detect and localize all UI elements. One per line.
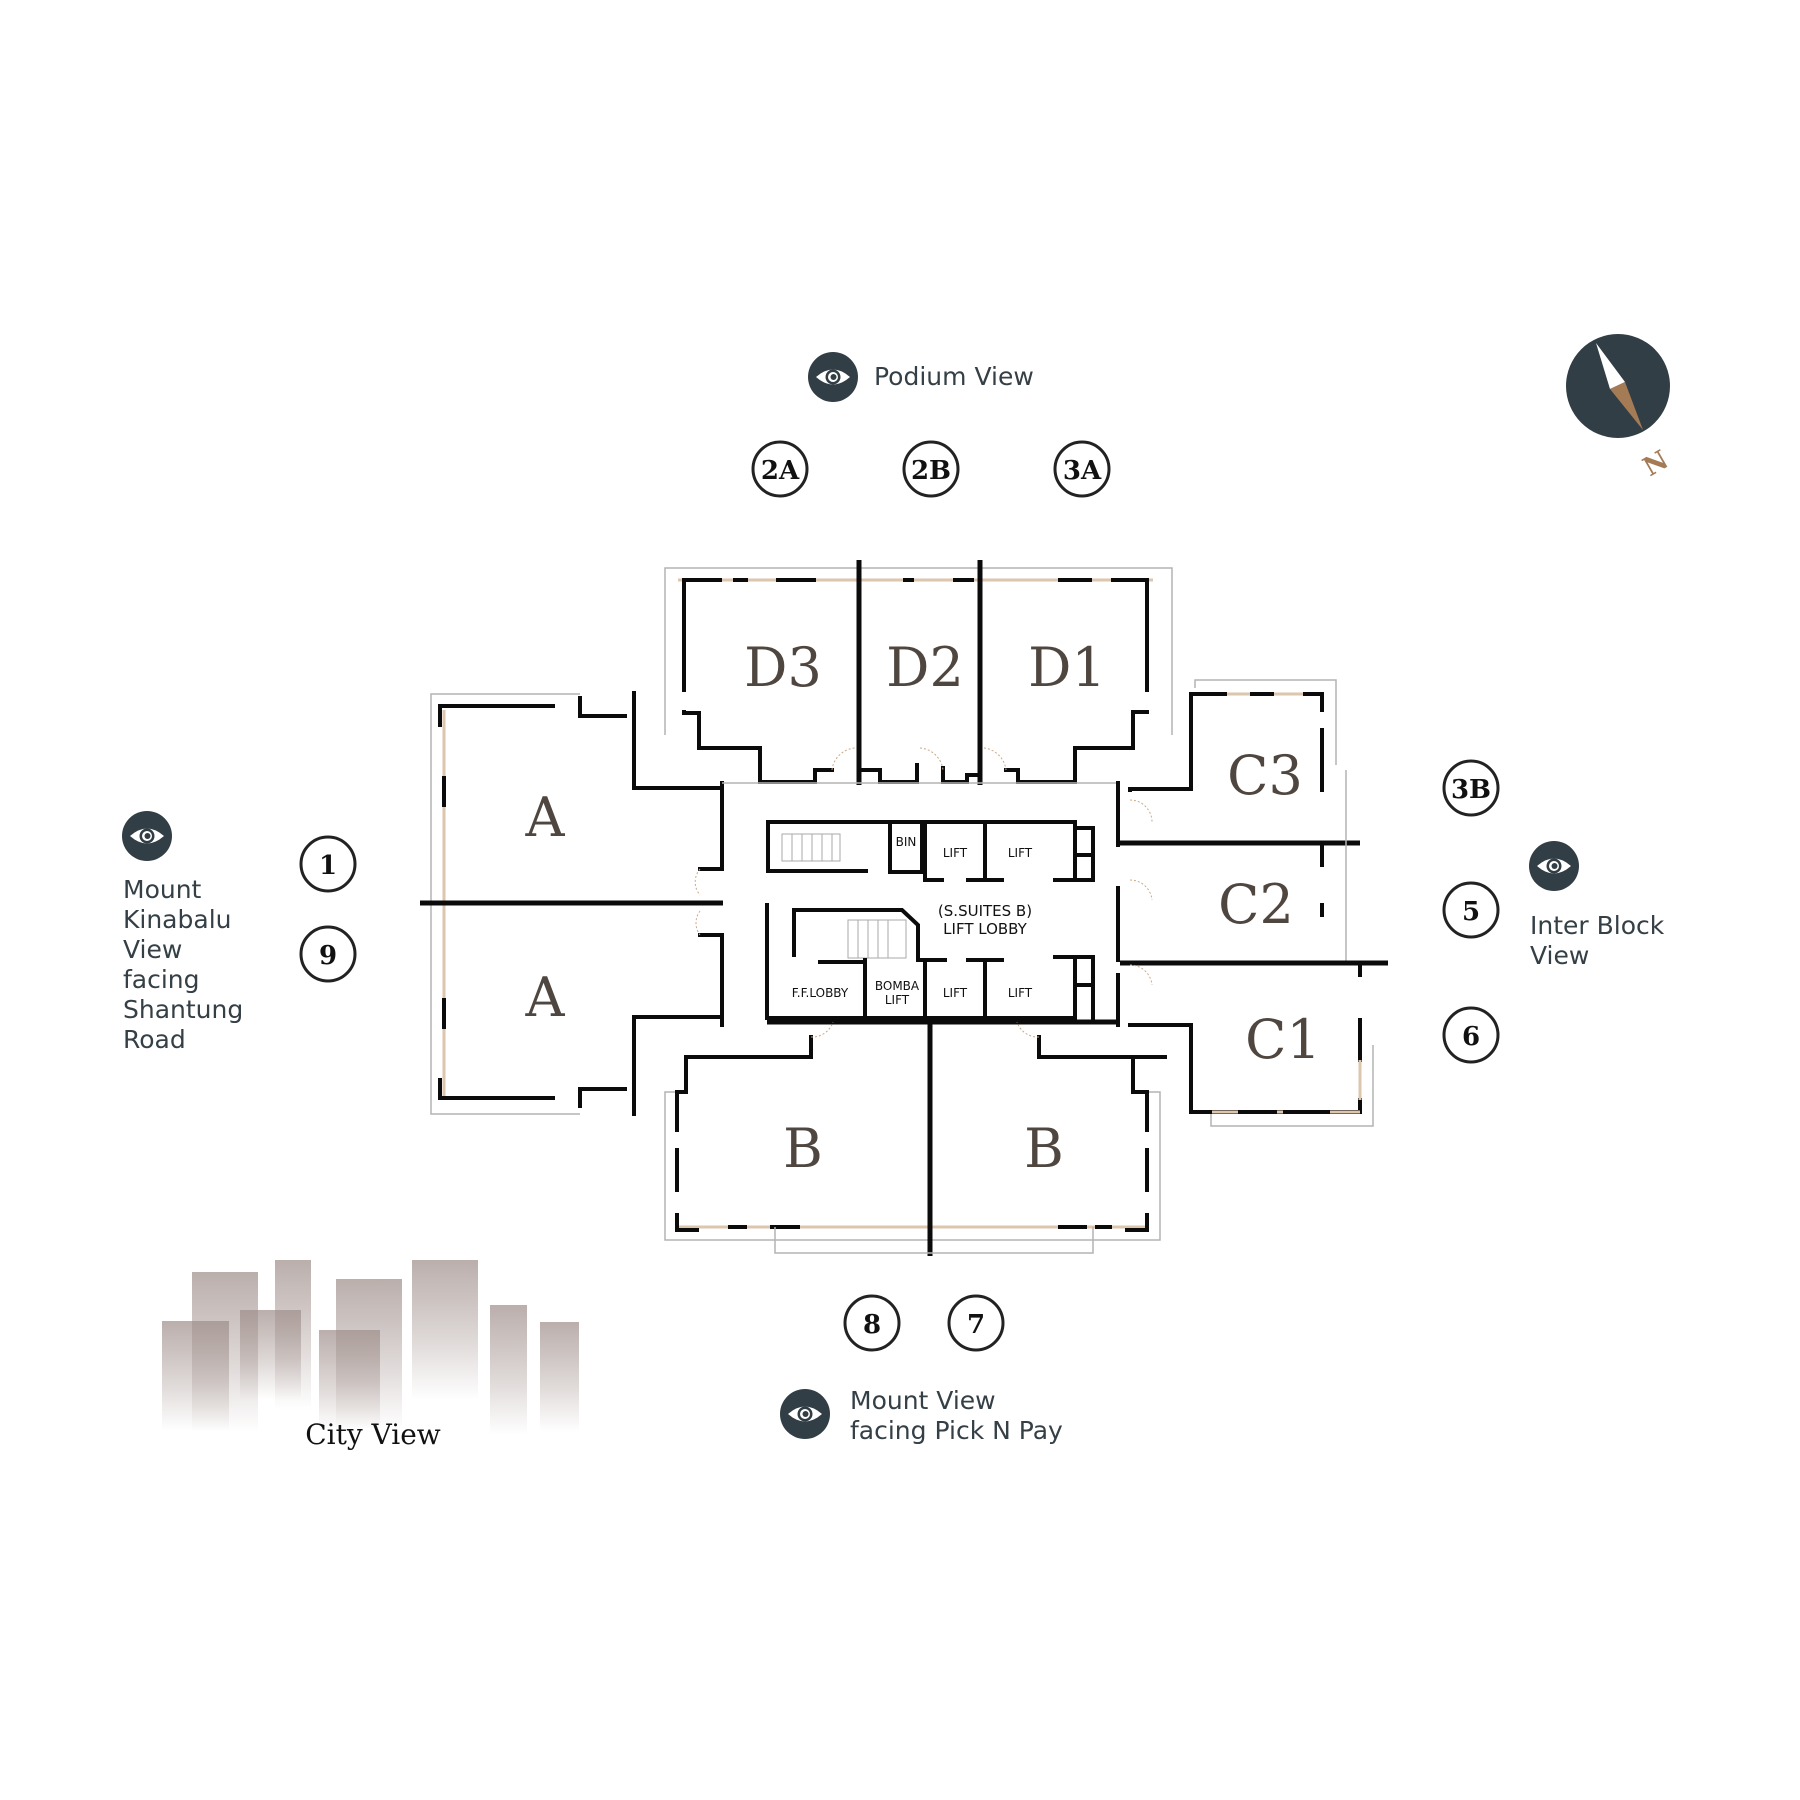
city-building (412, 1260, 478, 1400)
room-label-lift: LIFT (943, 846, 968, 860)
badge-1-text: 1 (319, 851, 337, 881)
room-label-lift: LIFT (943, 986, 968, 1000)
unit-label-A-bottom[interactable]: A (525, 966, 566, 1029)
floor-plan: D3 D2 D1 A A (420, 560, 1388, 1256)
badge-2A-text: 2A (761, 456, 800, 486)
room-label-ff-lobby: F.F.LOBBY (792, 986, 849, 1000)
badge-8[interactable]: 8 (843, 1294, 901, 1352)
city-building (240, 1310, 301, 1400)
core-lobby: BIN LIFT LIFT (S.SUITES B) LIFT LOBBY (722, 781, 1120, 1027)
unit-c-block: C3 C2 C1 (1120, 679, 1388, 1127)
view-badges: 2A 2B 3A 3B 1 9 5 6 8 7 (299, 440, 1500, 1352)
unit-label-C3[interactable]: C3 (1227, 744, 1303, 807)
badge-9[interactable]: 9 (299, 925, 357, 983)
mount-kinabalu-text-line: Kinabalu (123, 905, 231, 934)
podium-view-label[interactable]: Podium View (808, 352, 1034, 402)
unit-b-block: B B (664, 1019, 1167, 1256)
unit-label-A-top[interactable]: A (525, 786, 566, 849)
lobby-label-line1: (S.SUITES B) (938, 902, 1032, 920)
badge-3B-text: 3B (1451, 775, 1491, 805)
inter-block-text-line: View (1530, 941, 1589, 970)
unit-label-D1[interactable]: D1 (1028, 636, 1106, 699)
unit-label-D2[interactable]: D2 (886, 636, 964, 699)
room-label-bomba-line1: BOMBA (875, 979, 920, 993)
city-building (319, 1330, 380, 1430)
mount-kinabalu-view-label[interactable]: Mount Kinabalu View facing Shantung Road (122, 811, 243, 1054)
city-view-label[interactable]: City View (162, 1260, 579, 1451)
room-label-bomba-line2: LIFT (885, 993, 910, 1007)
unit-label-D3[interactable]: D3 (744, 636, 822, 699)
mount-kinabalu-text-line: Road (123, 1025, 186, 1054)
badge-6[interactable]: 6 (1442, 1006, 1500, 1064)
badge-7[interactable]: 7 (947, 1294, 1005, 1352)
badge-5-text: 5 (1462, 897, 1480, 927)
badge-9-text: 9 (319, 941, 337, 971)
staircase-icon (847, 919, 907, 959)
compass-north-label: N (1638, 445, 1674, 483)
room-label-lift: LIFT (1008, 986, 1033, 1000)
badge-1[interactable]: 1 (299, 835, 357, 893)
unit-label-C1[interactable]: C1 (1245, 1008, 1321, 1071)
mount-kinabalu-text-line: Mount (123, 875, 202, 904)
compass: N (1566, 334, 1674, 483)
unit-label-B-left[interactable]: B (783, 1117, 823, 1180)
mount-kinabalu-text-line: View (123, 935, 182, 964)
badge-2B-text: 2B (911, 456, 951, 486)
badge-5[interactable]: 5 (1442, 881, 1500, 939)
room-label-bin: BIN (896, 835, 917, 849)
badge-8-text: 8 (863, 1310, 881, 1340)
unit-label-B-right[interactable]: B (1024, 1117, 1064, 1180)
city-building (162, 1321, 229, 1431)
mount-view-pick-n-pay-label[interactable]: Mount View facing Pick N Pay (780, 1386, 1063, 1445)
city-building (540, 1322, 579, 1432)
inter-block-text-line: Inter Block (1530, 911, 1665, 940)
lobby-label-line2: LIFT LOBBY (943, 920, 1027, 938)
mount-kinabalu-text-line: facing (123, 965, 200, 994)
city-building (490, 1305, 527, 1435)
badge-7-text: 7 (967, 1310, 985, 1340)
mount-view-text-line: facing Pick N Pay (850, 1416, 1063, 1445)
badge-3A[interactable]: 3A (1053, 440, 1111, 498)
city-view-text: City View (305, 1418, 441, 1451)
mount-kinabalu-text-line: Shantung (123, 995, 243, 1024)
badge-3B[interactable]: 3B (1442, 759, 1500, 817)
badge-6-text: 6 (1462, 1022, 1480, 1052)
unit-label-C2[interactable]: C2 (1218, 873, 1294, 936)
badge-2B[interactable]: 2B (902, 440, 960, 498)
room-label-lift: LIFT (1008, 846, 1033, 860)
unit-d-block: D3 D2 D1 (664, 560, 1173, 785)
staircase-icon (781, 833, 841, 862)
badge-2A[interactable]: 2A (751, 440, 809, 498)
compass-needle-north (1596, 343, 1625, 389)
city-skyline-icon (162, 1260, 579, 1435)
podium-view-text: Podium View (874, 362, 1034, 391)
badge-3A-text: 3A (1063, 456, 1102, 486)
unit-a-block: A A (420, 691, 724, 1116)
compass-needle-south (1610, 382, 1643, 430)
mount-view-text-line: Mount View (850, 1386, 996, 1415)
inter-block-view-label[interactable]: Inter Block View (1529, 841, 1665, 970)
